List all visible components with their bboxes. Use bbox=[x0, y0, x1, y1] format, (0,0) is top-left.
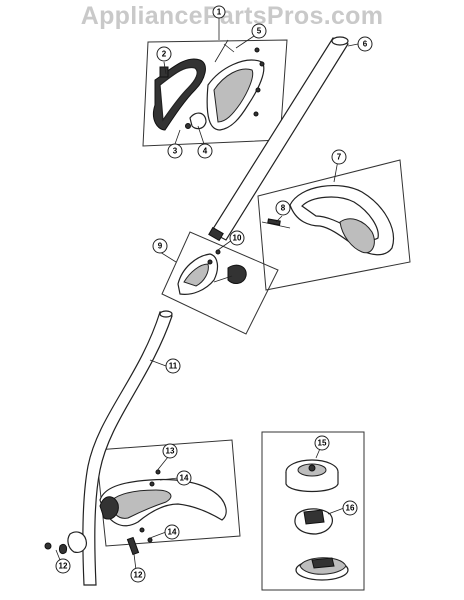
callout-12b: 12 bbox=[130, 567, 146, 583]
callout-1: 1 bbox=[212, 5, 226, 19]
callout-label: 11 bbox=[169, 362, 178, 371]
trimmer-head-group-box bbox=[261, 431, 365, 591]
callout-14a: 14 bbox=[176, 470, 192, 486]
callout-label: 8 bbox=[281, 204, 286, 213]
callout-label: 16 bbox=[346, 504, 355, 513]
cutting-guard bbox=[99, 469, 227, 556]
callout-11: 11 bbox=[165, 358, 181, 374]
callout-4: 4 bbox=[197, 143, 213, 159]
rear-handle-assembly bbox=[152, 39, 265, 131]
callout-label: 9 bbox=[158, 242, 163, 251]
callout-label: 2 bbox=[162, 50, 167, 59]
callout-3: 3 bbox=[167, 143, 183, 159]
callout-label: 4 bbox=[203, 147, 208, 156]
callout-14b: 14 bbox=[164, 524, 180, 540]
watermark: AppliancePartsPros.com bbox=[80, 2, 384, 30]
callout-7: 7 bbox=[331, 149, 347, 165]
callout-9: 9 bbox=[152, 238, 168, 254]
shaft-clamp bbox=[44, 531, 87, 555]
callout-label: 10 bbox=[233, 234, 242, 243]
callout-label: 12 bbox=[59, 562, 68, 571]
callout-13: 13 bbox=[162, 443, 178, 459]
shaft-coupler bbox=[177, 249, 247, 295]
front-handle bbox=[261, 185, 394, 256]
callout-16: 16 bbox=[342, 500, 358, 516]
callout-label: 13 bbox=[166, 447, 175, 456]
callout-2: 2 bbox=[156, 46, 172, 62]
callout-12a: 12 bbox=[55, 558, 71, 574]
callout-15: 15 bbox=[314, 435, 330, 451]
callout-6: 6 bbox=[357, 36, 373, 52]
lower-shaft bbox=[82, 310, 173, 586]
callout-label: 15 bbox=[318, 439, 327, 448]
callout-8: 8 bbox=[275, 200, 291, 216]
callout-10: 10 bbox=[229, 230, 245, 246]
callout-label: 6 bbox=[363, 40, 368, 49]
callout-label: 14 bbox=[168, 528, 177, 537]
callout-label: 5 bbox=[257, 27, 262, 36]
callout-label: 1 bbox=[217, 8, 222, 17]
upper-shaft bbox=[208, 36, 349, 242]
callout-label: 7 bbox=[337, 153, 342, 162]
callout-label: 14 bbox=[180, 474, 189, 483]
trimmer-head bbox=[285, 459, 349, 581]
callout-label: 3 bbox=[173, 147, 178, 156]
callout-5: 5 bbox=[251, 23, 267, 39]
front-handle-group-box bbox=[257, 159, 411, 291]
coupler-group-box bbox=[161, 231, 279, 335]
callout-label: 12 bbox=[134, 571, 143, 580]
